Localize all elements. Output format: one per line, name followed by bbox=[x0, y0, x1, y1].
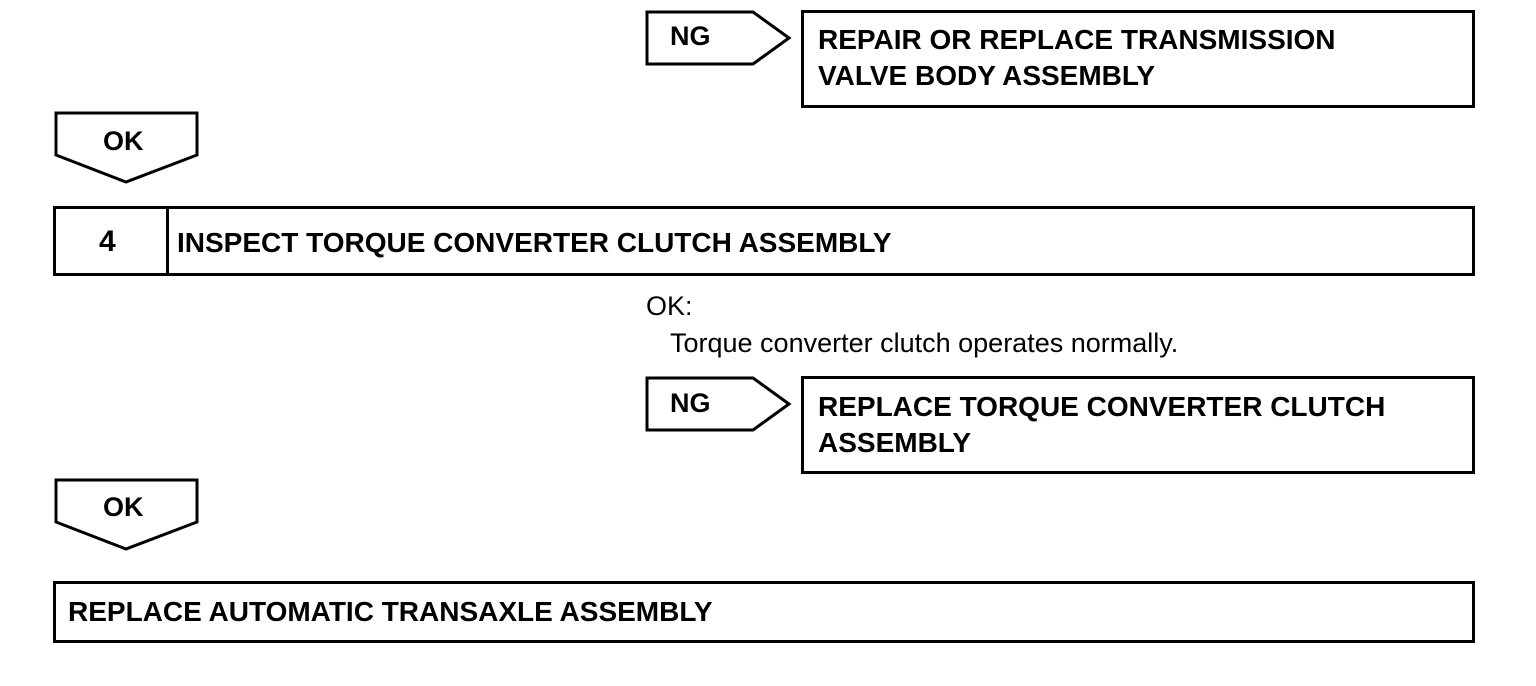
ok-label-1: OK bbox=[103, 126, 144, 156]
ng-result-box-2: REPLACE TORQUE CONVERTER CLUTCH ASSEMBLY bbox=[801, 376, 1475, 474]
ok-criteria-text: Torque converter clutch operates normall… bbox=[670, 328, 1179, 358]
right-arrow-shape bbox=[645, 376, 792, 432]
right-arrow-shape bbox=[645, 10, 792, 66]
step-number-cell: 4 bbox=[56, 209, 169, 273]
ok-criteria-label: OK: bbox=[646, 291, 693, 321]
ng-arrow-2: NG bbox=[645, 376, 795, 432]
ok-arrow-2: OK bbox=[54, 478, 200, 552]
ng-result-text-1-line2: VALVE BODY ASSEMBLY bbox=[818, 60, 1156, 91]
ng-result-text-1-line1: REPAIR OR REPLACE TRANSMISSION bbox=[818, 24, 1336, 55]
ng-label-1: NG bbox=[670, 21, 711, 51]
ng-result-text-2-line1: REPLACE TORQUE CONVERTER CLUTCH bbox=[818, 391, 1386, 422]
ng-arrow-1: NG bbox=[645, 10, 795, 66]
step-4-box: 4 INSPECT TORQUE CONVERTER CLUTCH ASSEMB… bbox=[53, 206, 1475, 276]
step-number: 4 bbox=[99, 225, 116, 258]
final-action-text: REPLACE AUTOMATIC TRANSAXLE ASSEMBLY bbox=[68, 596, 713, 627]
ng-label-2: NG bbox=[670, 388, 711, 418]
down-arrow-shape bbox=[54, 111, 199, 184]
step-title: INSPECT TORQUE CONVERTER CLUTCH ASSEMBLY bbox=[177, 227, 892, 258]
ng-result-text-2-line2: ASSEMBLY bbox=[818, 427, 972, 458]
ng-result-box-1: REPAIR OR REPLACE TRANSMISSION VALVE BOD… bbox=[801, 10, 1475, 108]
down-arrow-shape bbox=[54, 478, 199, 551]
ok-label-2: OK bbox=[103, 492, 144, 522]
final-action-box: REPLACE AUTOMATIC TRANSAXLE ASSEMBLY bbox=[53, 581, 1475, 643]
ok-arrow-1: OK bbox=[54, 111, 200, 185]
